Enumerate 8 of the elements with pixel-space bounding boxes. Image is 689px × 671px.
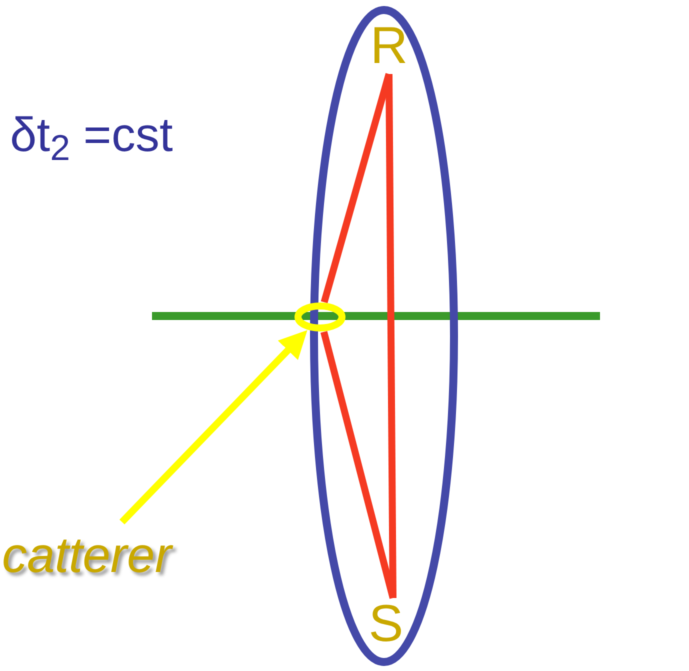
node-label: R xyxy=(365,20,413,74)
node-label: S xyxy=(362,598,410,652)
node-label: catterer xyxy=(2,530,202,590)
arrow xyxy=(119,330,308,524)
connector-line xyxy=(320,330,396,599)
formula-text: δt$_{2}$ =cst xyxy=(10,112,173,160)
connector-line xyxy=(386,74,396,598)
scatterer-ring xyxy=(294,302,346,332)
